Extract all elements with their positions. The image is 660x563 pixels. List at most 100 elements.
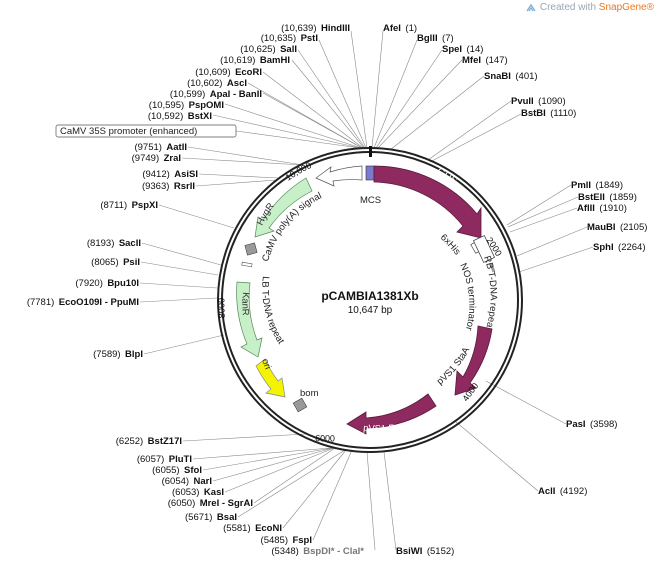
site-sphi-pos: (2264)	[618, 242, 645, 253]
site-apai-banii[interactable]: (10,599) ApaI - BanII	[170, 84, 262, 101]
site-pmli-name: PmlI	[571, 180, 591, 191]
site-bspdi-clai[interactable]: (5348) BspDI* - ClaI*	[271, 541, 364, 558]
site-kasi[interactable]: (6053) KasI	[172, 482, 224, 499]
watermark-brand: SnapGene	[598, 2, 647, 13]
promoter-box	[55, 124, 237, 138]
site-psii[interactable]: (8065) PsiI	[91, 252, 140, 269]
site-pluti[interactable]: (6057) PluTI	[137, 449, 192, 466]
site-bstbi-name: BstBI	[521, 108, 546, 119]
site-acli[interactable]: AclI (4192)	[538, 481, 587, 498]
site-econi-pos: (5581)	[223, 523, 250, 534]
site-blpi-name: BlpI	[125, 349, 143, 360]
tick-6000-path: 6000	[315, 433, 335, 443]
site-acli-name: AclI	[538, 486, 555, 497]
site-pspxi[interactable]: (8711) PspXI	[100, 195, 158, 212]
site-mrei-sgrai[interactable]: (6050) MreI - SgrAI	[168, 493, 253, 510]
snapgene-watermark: Created with SnapGene®	[526, 2, 654, 13]
tick-8000-path: 8000	[216, 298, 227, 319]
site-pspomi-name: PspOMI	[189, 100, 224, 111]
site-asisi[interactable]: (9412) AsiSI	[142, 164, 198, 181]
site-ecori-pos: (10,609)	[195, 67, 230, 78]
site-pasi[interactable]: PasI (3598)	[566, 414, 617, 431]
lb-tdna-label-path: LB T-DNA repeat	[259, 276, 286, 347]
site-fspi[interactable]: (5485) FspI	[261, 530, 312, 547]
site-bsiwi-name: BsiWI	[396, 546, 422, 557]
site-pluti-pos: (6057)	[137, 454, 164, 465]
site-aflii[interactable]: AflII (1910)	[577, 198, 627, 215]
site-rsrii[interactable]: (9363) RsrII	[142, 176, 195, 193]
rb-tdna-label: RB T-DNA repeat	[481, 255, 499, 332]
site-spei-pos: (14)	[467, 44, 484, 55]
site-pspomi[interactable]: (10,595) PspOMI	[149, 95, 224, 112]
site-bglii[interactable]: BglII (7)	[417, 28, 454, 45]
site-aflii-pos: (1910)	[599, 203, 626, 214]
site-bstxi-pos: (10,592)	[148, 111, 183, 122]
site-asci-pos: (10,602)	[187, 78, 222, 89]
site-sfoi-pos: (6055)	[152, 465, 179, 476]
site-mfei[interactable]: MfeI (147)	[462, 50, 508, 67]
tick-8000: 8000	[216, 298, 227, 319]
site-bpu10i-pos: (7920)	[75, 278, 102, 289]
site-nari-pos: (6054)	[162, 476, 189, 487]
site-zrai[interactable]: (9749) ZraI	[132, 148, 181, 165]
site-bstbi[interactable]: BstBI (1110)	[521, 103, 576, 120]
site-sacii-pos: (8193)	[87, 238, 114, 249]
hygr-feature-arrow	[254, 177, 313, 238]
site-bpu10i-name: Bpu10I	[107, 278, 139, 289]
site-sali[interactable]: (10,625) SalI	[240, 39, 297, 56]
site-hindiii[interactable]: (10,639) HindIII	[281, 18, 350, 35]
site-blpi[interactable]: (7589) BlpI	[93, 344, 143, 361]
gus-feature-arrow	[373, 165, 482, 239]
site-bsteii-name: BstEII	[578, 192, 605, 203]
site-pspxi-pos: (8711)	[100, 200, 127, 211]
site-bsai[interactable]: (5671) BsaI	[185, 507, 237, 524]
plasmid-length: 10,647 bp	[348, 305, 393, 316]
site-blpi-pos: (7589)	[93, 349, 120, 360]
site-asci[interactable]: (10,602) AscI	[187, 73, 247, 90]
kanr-feature-arrow	[236, 281, 263, 358]
site-bamhi[interactable]: (10,619) BamHI	[220, 50, 290, 67]
site-psii-pos: (8065)	[91, 257, 118, 268]
ori-label: ori	[259, 357, 273, 371]
site-maubi[interactable]: MauBI (2105)	[587, 217, 647, 234]
site-bsiwi[interactable]: BsiWI (5152)	[396, 541, 454, 558]
site-sphi[interactable]: SphI (2264)	[593, 237, 646, 254]
site-nari[interactable]: (6054) NarI	[162, 471, 212, 488]
site-sacii[interactable]: (8193) SacII	[87, 233, 141, 250]
site-pspxi-name: PspXI	[132, 200, 158, 211]
site-acli-pos: (4192)	[560, 486, 587, 497]
site-aatii[interactable]: (9751) AatII	[134, 137, 187, 154]
site-bsteii-pos: (1859)	[609, 192, 636, 203]
site-sfoi[interactable]: (6055) SfoI	[152, 460, 202, 477]
site-bstz17i[interactable]: (6252) BstZ17I	[116, 431, 182, 448]
site-snabi[interactable]: SnaBI (401)	[484, 66, 538, 83]
plasmid-name: pCAMBIA1381Xb	[321, 289, 418, 303]
lb-tdna-marker	[241, 261, 253, 268]
site-econi[interactable]: (5581) EcoNI	[223, 518, 282, 535]
bom-label: bom	[300, 388, 319, 399]
site-spei[interactable]: SpeI (14)	[442, 39, 483, 56]
lb-tdna-label: LB T-DNA repeat	[259, 276, 286, 347]
site-pvuii-pos: (1090)	[538, 96, 565, 107]
site-aatii-name: AatII	[166, 142, 187, 153]
site-pvuii-name: PvuII	[511, 96, 534, 107]
site-bpu10i[interactable]: (7920) Bpu10I	[75, 273, 139, 290]
site-pvuii[interactable]: PvuII (1090)	[511, 91, 566, 108]
site-ecori[interactable]: (10,609) EcoRI	[195, 62, 262, 79]
site-bstz17i-pos: (6252)	[116, 436, 143, 447]
site-mfei-pos: (147)	[485, 55, 507, 66]
site-bsteii[interactable]: BstEII (1859)	[578, 187, 637, 204]
site-zrai-name: ZraI	[164, 153, 181, 164]
pvs1-staa-feature-arrow	[454, 325, 493, 396]
site-ecoo109i-ppumi[interactable]: (7781) EcoO109I - PpuMI	[27, 292, 139, 309]
site-maubi-pos: (2105)	[620, 222, 647, 233]
site-aflii-name: AflII	[577, 203, 595, 214]
site-sali-pos: (10,625)	[240, 44, 275, 55]
site-psti[interactable]: (10,635) PstI	[261, 28, 318, 45]
site-afei[interactable]: AfeI (1)	[383, 18, 417, 35]
site-bstxi[interactable]: (10,592) BstXI	[148, 106, 212, 123]
site-sacii-name: SacII	[119, 238, 141, 249]
site-pmli[interactable]: PmlI (1849)	[571, 175, 623, 192]
site-spei-name: SpeI	[442, 44, 462, 55]
site-hindiii-pos: (10,639)	[281, 23, 316, 34]
